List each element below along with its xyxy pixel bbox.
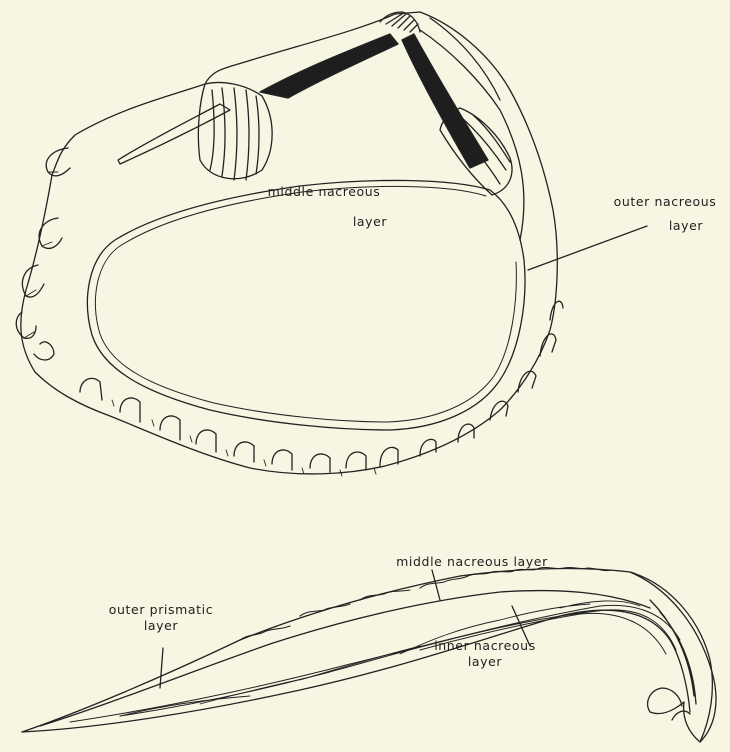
umbo-fan	[380, 12, 420, 32]
label-middle-nacreous-top: middle nacreous	[258, 184, 390, 200]
leader-outer-nacreous	[528, 226, 647, 270]
label-inner-nacreous: inner nacreous layer	[420, 638, 550, 670]
label-middle-line1: middle nacreous	[258, 184, 390, 200]
rib-tip-marks	[24, 172, 376, 476]
label-prismatic-line1: outer prismatic	[96, 602, 226, 618]
valve-interior-view	[16, 12, 647, 476]
label-middle-nacreous-section: middle nacreous layer	[382, 554, 562, 570]
pallial-line-inner	[95, 186, 516, 422]
hinge-ligament-right	[402, 34, 488, 168]
hinge-teeth-left	[198, 83, 272, 181]
pallial-line	[87, 180, 525, 430]
leader-middle-nacreous	[432, 570, 440, 600]
leader-prismatic	[160, 648, 163, 688]
label-outer-nacreous: outer nacreous	[600, 194, 730, 210]
hinge-ligament-left	[260, 34, 398, 98]
label-outer-line2: layer	[656, 218, 716, 234]
shell-cross-section	[22, 567, 716, 742]
label-section-middle: middle nacreous layer	[382, 554, 562, 570]
label-middle-line2: layer	[340, 214, 400, 230]
label-prismatic-line2: layer	[96, 618, 226, 634]
margin-ribs-left	[16, 148, 70, 360]
label-inner-line1: inner nacreous	[420, 638, 550, 654]
margin-ribs-bottom	[80, 301, 563, 472]
label-outer-nacreous-2: layer	[656, 218, 716, 234]
label-middle-nacreous-top-2: layer	[340, 214, 400, 230]
label-outer-line1: outer nacreous	[600, 194, 730, 210]
label-outer-prismatic: outer prismatic layer	[96, 602, 226, 634]
label-inner-line2: layer	[420, 654, 550, 670]
section-outer-surface	[22, 569, 712, 742]
